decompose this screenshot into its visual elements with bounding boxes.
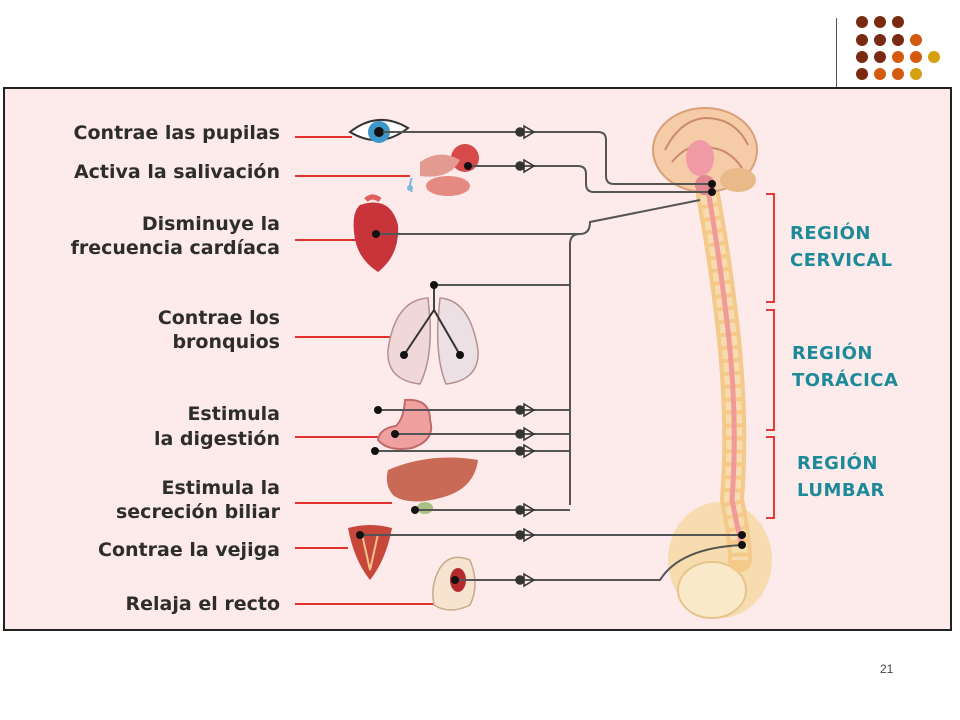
label-heart-line1: Disminuye la [141, 213, 280, 235]
label-digest-line1: Estimula [187, 403, 280, 425]
page-number: 21 [880, 662, 894, 676]
region-thoracic: REGIÓN TORÁCICA [792, 340, 898, 394]
label-bile-line2: secreción biliar [115, 501, 280, 523]
label-heart-line2: frecuencia cardíaca [70, 237, 280, 259]
divider-line [836, 18, 837, 88]
label-bladder: Contrae la vejiga [98, 539, 280, 561]
liver-icon [386, 457, 478, 514]
stomach-icon [376, 398, 433, 450]
spine-icon [668, 183, 772, 619]
region-lumbar: REGIÓN LUMBAR [797, 450, 885, 504]
region-lumbar-line2: LUMBAR [797, 480, 885, 501]
lungs-icon [387, 285, 479, 385]
brain-icon [652, 107, 758, 195]
decorative-dot-grid [856, 16, 940, 80]
region-brackets [766, 193, 775, 519]
label-saliva: Activa la salivación [73, 161, 280, 183]
salivary-gland-icon [407, 144, 479, 196]
region-thoracic-line1: REGIÓN [792, 343, 873, 364]
label-bronchi-line2: bronquios [172, 331, 280, 353]
pointer-lines [295, 136, 438, 605]
region-cervical-line2: CERVICAL [790, 250, 893, 271]
label-bronchi-line1: Contrae los [157, 307, 280, 329]
bladder-icon [348, 525, 392, 580]
region-lumbar-line1: REGIÓN [797, 453, 878, 474]
nerve-paths [360, 131, 743, 581]
nerve-endings [356, 128, 746, 584]
label-bile-line1: Estimula la [161, 477, 281, 499]
label-rectum: Relaja el recto [125, 593, 280, 615]
region-cervical-line1: REGIÓN [790, 223, 871, 244]
region-cervical: REGIÓN CERVICAL [790, 220, 893, 274]
ganglia [515, 124, 536, 588]
label-pupils: Contrae las pupilas [73, 122, 280, 144]
region-thoracic-line2: TORÁCICA [792, 370, 899, 391]
label-digest-line2: la digestión [153, 428, 280, 450]
